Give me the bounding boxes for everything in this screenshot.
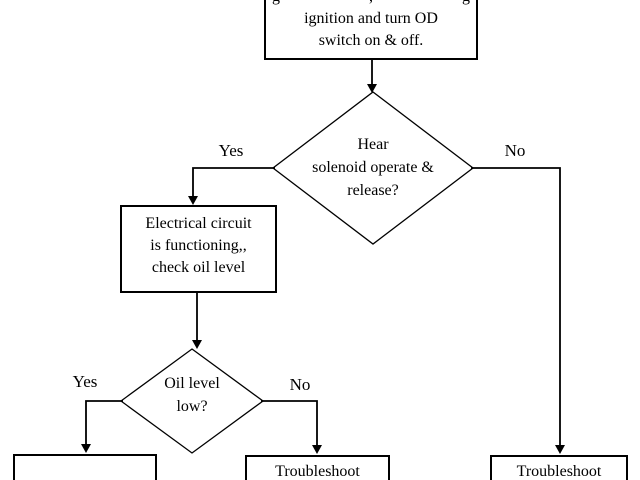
arrowhead-down-decision2 [192, 340, 202, 349]
decision1-line3: release? [347, 182, 399, 199]
decision2-line2: low? [176, 398, 208, 415]
decision2-line1: Oil level [164, 375, 220, 392]
bottom-middle-box-line1: Troubleshoot [275, 463, 360, 480]
decision1-no-label: No [504, 141, 526, 160]
electrical-box-line2: is functioning,, [150, 237, 247, 254]
connector-decision1-yes [192, 167, 275, 196]
decision1-yes-label: Yes [218, 141, 244, 160]
instruction-box-line3: switch on & off. [318, 32, 424, 49]
decision1-line2: solenoid operate & [312, 159, 434, 176]
decision2-yes-label: Yes [72, 372, 98, 391]
result-box-bottom-left [13, 454, 157, 480]
electrical-box-line3: check oil level [151, 259, 246, 276]
process-electrical-circuit-box: Electrical circuit is functioning,, chec… [120, 205, 277, 293]
electrical-box-line1: Electrical circuit [145, 215, 252, 232]
instruction-box-line2: ignition and turn OD [304, 10, 438, 27]
troubleshoot-box-bottom-middle: Troubleshoot [245, 455, 390, 480]
arrowhead-down-bottom-right-box [555, 445, 565, 454]
arrowhead-down-bottom-left-box [81, 444, 91, 453]
instruction-box-clipped-line: g , g [266, 0, 476, 8]
instruction-box-od-switch: g , g ignition and turn OD switch on & o… [264, 0, 478, 60]
decision-hear-solenoid-diamond [271, 91, 475, 245]
decision2-no-label: No [289, 375, 311, 394]
connector-decision2-yes [85, 400, 123, 444]
connector-decision1-no [471, 167, 561, 445]
bottom-right-box-line1: Troubleshoot [516, 463, 602, 480]
arrowhead-down-electrical-box [188, 196, 198, 205]
decision-hear-solenoid-text: Hear solenoid operate & release? [273, 133, 473, 202]
decision-oil-level-diamond [119, 348, 265, 454]
troubleshoot-box-bottom-right: Troubleshoot [490, 455, 628, 480]
decision1-line1: Hear [357, 136, 389, 153]
decision-oil-level-text: Oil level low? [122, 372, 262, 418]
connector-decision2-no [261, 400, 318, 445]
arrowhead-down-bottom-middle-box [312, 445, 322, 454]
arrowhead-down-decision1 [367, 84, 377, 93]
